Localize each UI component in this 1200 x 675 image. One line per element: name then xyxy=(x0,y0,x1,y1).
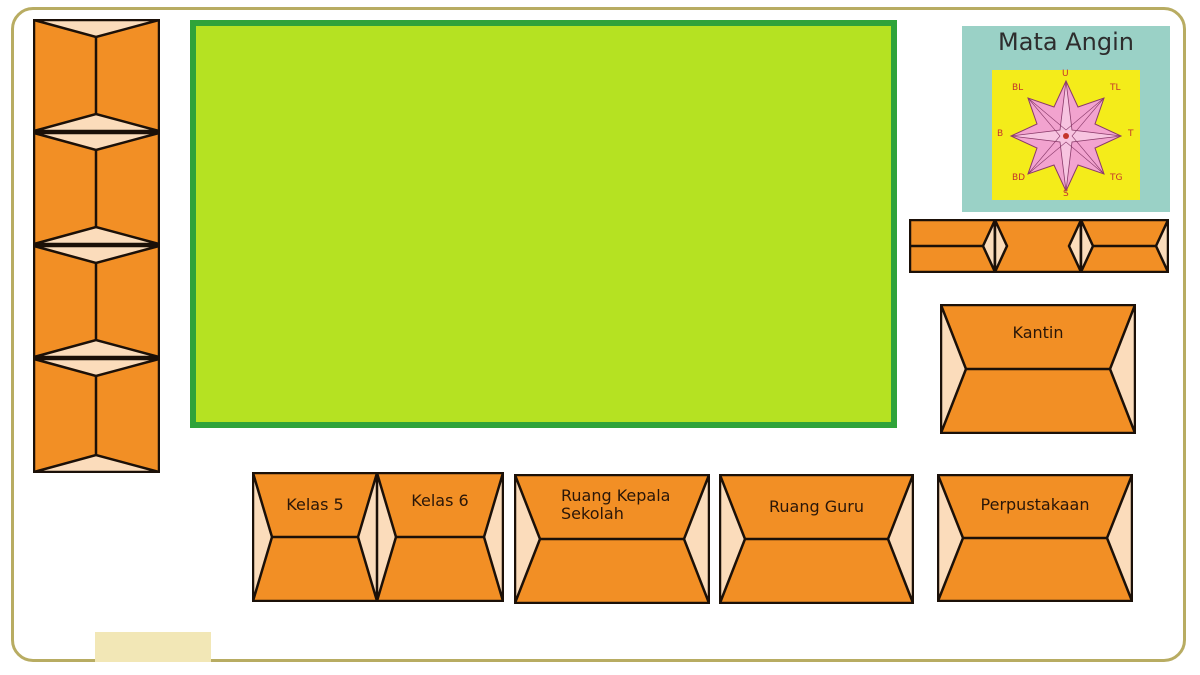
kantin-label: Kantin xyxy=(1012,323,1064,342)
building-ruang-guru: Ruang Guru xyxy=(719,474,914,604)
left-building-roof xyxy=(33,19,160,473)
building-kelas-5: Kelas 5 xyxy=(252,472,378,602)
right-small-building-roof xyxy=(909,219,1169,273)
school-boundary xyxy=(11,7,1186,662)
building-kantin: Kantin xyxy=(940,304,1136,434)
compass-title: Mata Angin xyxy=(998,28,1134,56)
building-kelas-6: Kelas 6 xyxy=(376,472,504,602)
compass-dir-northeast: TL xyxy=(1110,83,1121,93)
perpustakaan-label: Perpustakaan xyxy=(980,495,1090,514)
kelas-6-roof xyxy=(376,472,504,602)
kelas-5-roof xyxy=(252,472,378,602)
kelas-6-label: Kelas 6 xyxy=(411,491,469,510)
left-building xyxy=(33,19,160,473)
ruang-kepala-sekolah-roof xyxy=(514,474,710,604)
right-small-building xyxy=(909,219,1169,273)
perpustakaan-roof xyxy=(937,474,1133,602)
compass-dir-west: B xyxy=(997,129,1004,139)
ruang-kepala-sekolah-label: Ruang Kepala Sekolah xyxy=(561,486,671,524)
compass-dir-southeast: TG xyxy=(1110,173,1123,183)
kelas-5-label: Kelas 5 xyxy=(286,495,344,514)
ruang-guru-roof xyxy=(719,474,914,604)
building-ruang-kepala-sekolah: Ruang Kepala Sekolah xyxy=(514,474,710,604)
compass-dir-south: S xyxy=(1063,189,1069,199)
ruang-guru-label: Ruang Guru xyxy=(769,497,864,516)
compass-dir-northwest: BL xyxy=(1012,83,1024,93)
compass-dir-east: T xyxy=(1128,129,1134,139)
building-perpustakaan: Perpustakaan xyxy=(937,474,1133,602)
compass-dir-north: U xyxy=(1062,69,1069,79)
school-field xyxy=(190,20,897,428)
school-gate xyxy=(95,632,211,667)
compass-panel: Mata Angin U S T B TL BL TG BD xyxy=(962,26,1170,212)
compass-dir-southwest: BD xyxy=(1012,173,1026,183)
compass-rose-icon xyxy=(1009,79,1123,193)
kantin-roof xyxy=(940,304,1136,434)
compass-board: U S T B TL BL TG BD xyxy=(992,70,1140,200)
